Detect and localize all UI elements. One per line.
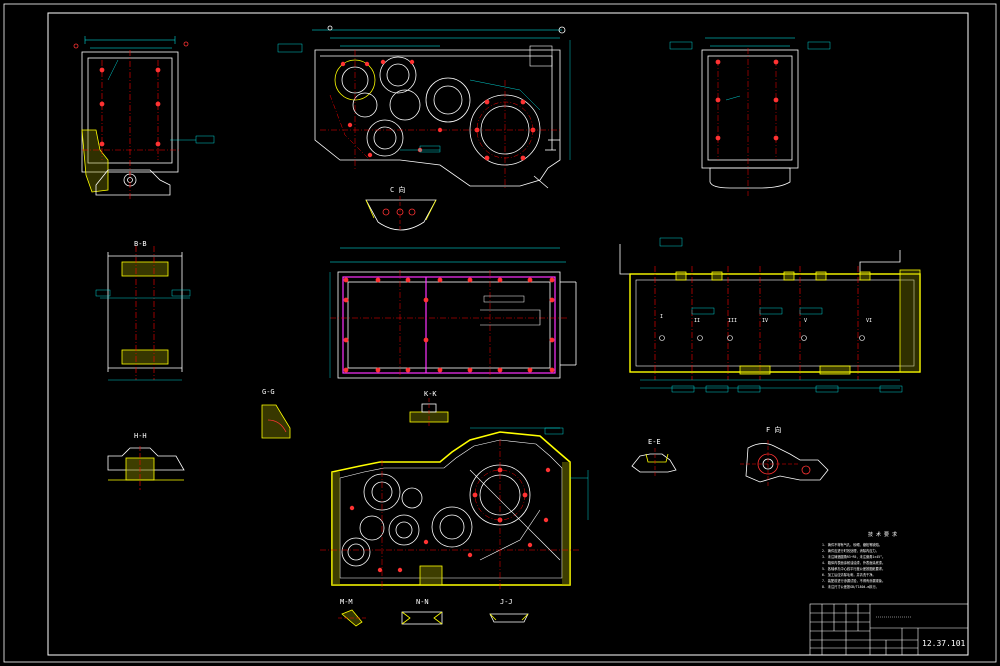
note-line-2: 2. 铸件应进行时效处理，消除内应力。 — [822, 548, 879, 553]
view-bottom-plan — [329, 247, 577, 380]
outer-border — [3, 3, 997, 663]
view-top-left — [73, 36, 215, 200]
shaft-label-2: II — [694, 318, 700, 324]
title-block — [809, 603, 969, 656]
section-m-m — [338, 609, 366, 627]
note-line-7: 7. 装配前进行渗漏试验，不得有渗漏现象。 — [822, 578, 885, 583]
note-line-3: 3. 未注铸造圆角R3~R5，未注倒角1×45°。 — [822, 554, 885, 559]
technical-notes: 技 术 要 求 1. 铸件不得有气孔、砂眼、缩松等缺陷。 2. 铸件应进行时效处… — [822, 531, 897, 589]
section-right-long — [619, 237, 921, 393]
view-f-direction — [740, 440, 829, 488]
inner-border — [47, 12, 969, 656]
label-e-e: E-E — [648, 438, 661, 446]
section-j-j — [489, 613, 529, 623]
section-h-h — [107, 446, 185, 490]
note-line-6: 6. 加工后应清除毛刺，并清洗干净。 — [822, 572, 876, 577]
shaft-label-4: IV — [762, 318, 768, 324]
note-line-4: 4. 箱体内表面涂耐油油漆，外表面涂底漆。 — [822, 560, 885, 565]
section-e-e — [631, 448, 677, 478]
notes-title: 技 术 要 求 — [868, 531, 897, 538]
note-line-5: 5. 各轴承孔中心线平行度公差按图纸要求。 — [822, 566, 885, 571]
shaft-label-3: III — [728, 318, 737, 324]
section-k-k — [409, 398, 449, 428]
label-h-h: H-H — [134, 432, 147, 440]
note-line-8: 8. 未注尺寸公差按GB/T1804-m执行。 — [822, 584, 879, 589]
label-g-g: G-G — [262, 388, 275, 396]
view-bottom-section — [320, 427, 589, 590]
section-n-n — [401, 611, 443, 625]
drawing-number: 12.37.101 — [922, 639, 966, 648]
label-m-m: M-M — [340, 598, 353, 606]
label-c-view: C 向 — [390, 185, 405, 194]
view-top-middle — [277, 25, 571, 190]
label-f-view: F 向 — [766, 425, 781, 434]
view-top-right — [669, 37, 831, 196]
label-b-b: B-B — [134, 240, 147, 248]
shaft-label-6: VI — [866, 318, 872, 324]
view-c-direction — [365, 196, 437, 232]
section-g-g — [261, 404, 291, 439]
shaft-label-5: V — [804, 318, 807, 324]
label-n-n: N-N — [416, 598, 429, 606]
note-line-1: 1. 铸件不得有气孔、砂眼、缩松等缺陷。 — [822, 542, 882, 547]
label-k-k: K-K — [424, 390, 437, 398]
section-b-b — [95, 246, 191, 381]
label-j-j: J-J — [500, 598, 513, 606]
shaft-label-1: I — [660, 314, 663, 320]
